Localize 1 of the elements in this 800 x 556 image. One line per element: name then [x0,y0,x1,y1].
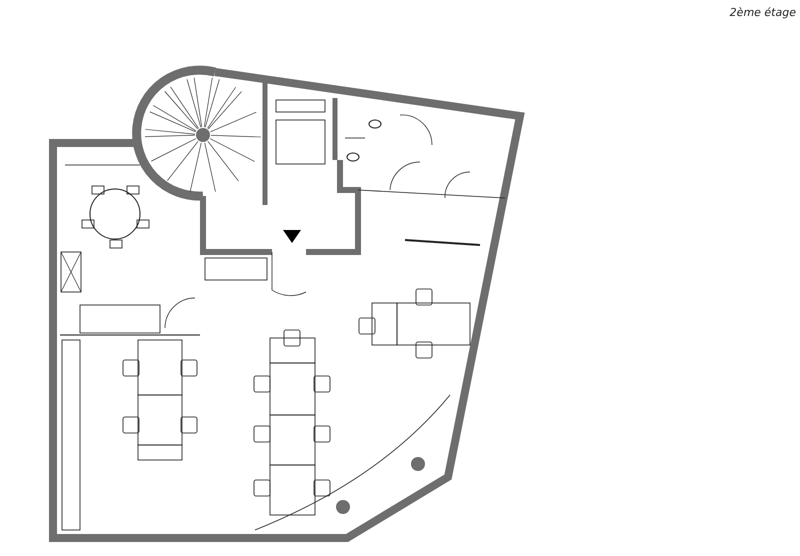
floor-label: 2ème étage [730,6,796,19]
